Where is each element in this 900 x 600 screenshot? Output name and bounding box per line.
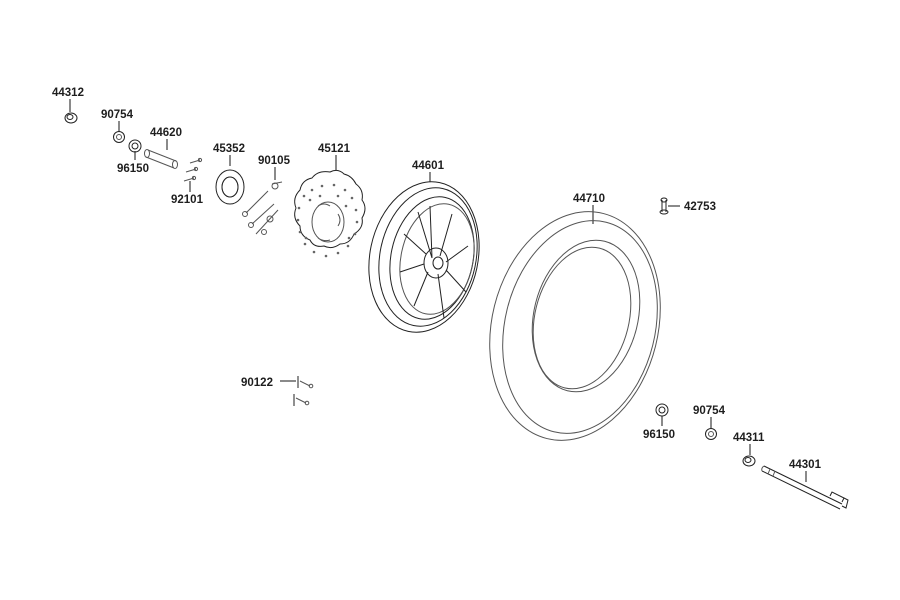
part-callout-44710: 44710 [573,193,605,224]
part-number-label: 90754 [693,405,726,417]
part-number-label: 44311 [733,432,765,444]
part-callout-44301: 44301 [789,459,822,482]
part-number-label: 96150 [117,163,149,175]
part-callout-90754-left: 90754 [101,109,134,132]
part-number-label: 90122 [241,377,273,389]
part-number-label: 42753 [684,201,716,213]
part-number-label: 44620 [150,127,182,139]
bearing-96150-drawing [128,139,142,153]
part-number-label: 44312 [52,87,84,99]
collar-44311-drawing [742,455,756,467]
part-number-label: 45352 [213,143,245,155]
part-number-label: 44601 [412,160,445,172]
part-number-label: 92101 [171,194,204,206]
wheel-rim-44601-drawing [368,181,480,333]
part-callout-92101: 92101 [171,181,204,206]
part-callout-90754-right: 90754 [693,405,726,428]
part-number-label: 45121 [318,143,351,155]
part-callout-90122: 90122 [241,377,296,389]
part-callout-44601: 44601 [412,160,445,182]
bolts-90122-drawing [293,376,314,406]
part-callout-90105: 90105 [258,155,291,180]
bolts-92101-drawing [183,157,203,182]
part-callout-44620: 44620 [150,127,182,150]
oil-seal-90754-drawing [113,131,125,143]
part-number-label: 96150 [643,429,675,441]
axle-44301-drawing [761,465,849,510]
part-number-label: 90754 [101,109,134,121]
part-callout-45121: 45121 [318,143,351,170]
bearing-96150-right-drawing [655,403,669,417]
collar-44312-drawing [64,112,78,124]
brake-disc-45121-drawing [294,169,366,258]
part-number-label: 44710 [573,193,605,205]
valve-42753-drawing [659,197,669,215]
part-callout-42753: 42753 [668,201,716,213]
part-callout-44311: 44311 [733,432,765,455]
hub-ring-45352-drawing [215,169,245,205]
part-number-label: 44301 [789,459,822,471]
part-callout-44312: 44312 [52,87,84,112]
spacer-tube-44620-drawing [144,149,178,169]
part-callout-45352: 45352 [213,143,245,166]
disc-bolts-90105-drawing [242,181,283,235]
tire-44710-drawing [489,211,661,441]
part-callout-96150-right: 96150 [643,416,675,441]
part-number-label: 90105 [258,155,291,167]
oil-seal-90754-right-drawing [705,428,717,440]
